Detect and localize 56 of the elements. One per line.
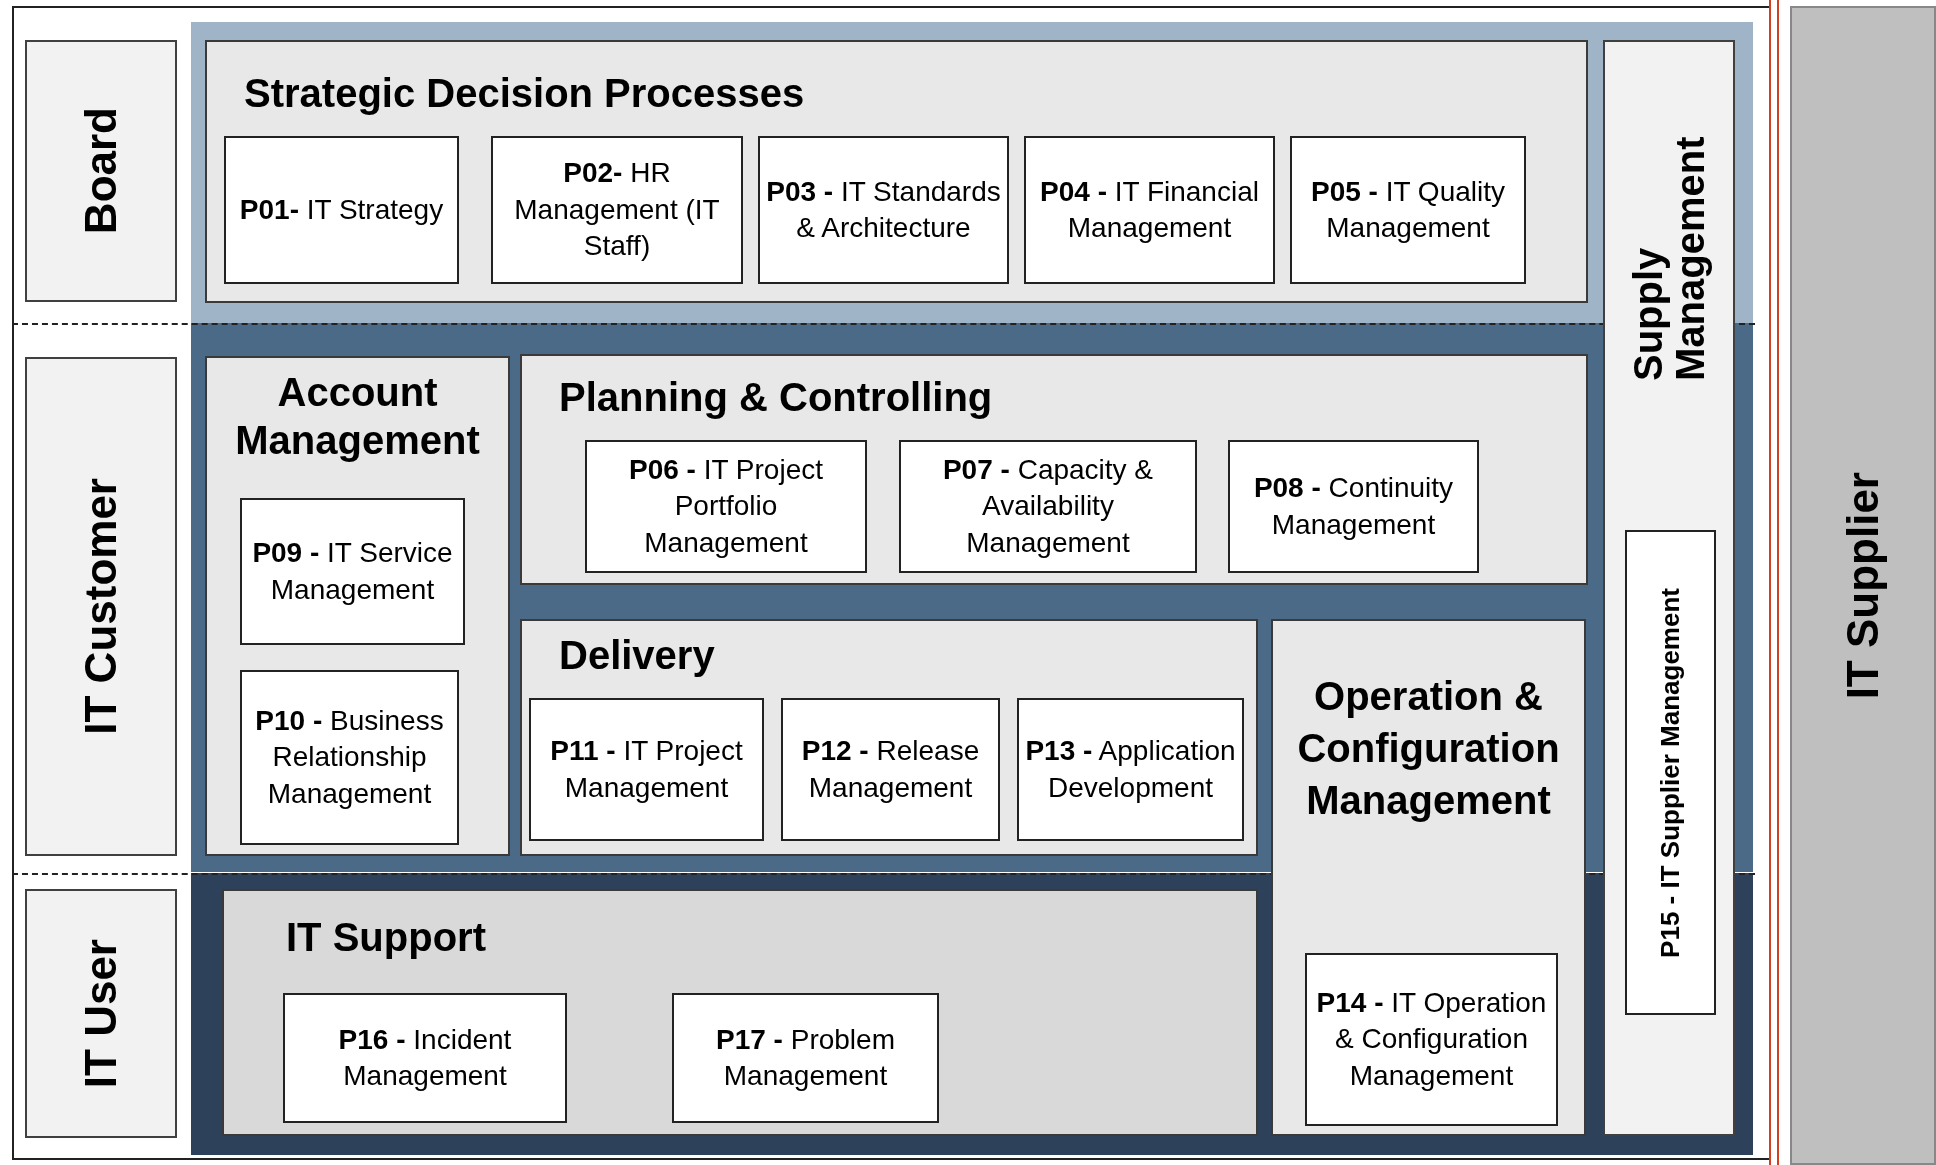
- process-label: P02- HR Management (IT Staff): [513, 156, 721, 264]
- process-label: P10 - Business Relationship Management: [254, 703, 445, 811]
- process-label: P03 - IT Standards & Architecture: [765, 174, 1002, 245]
- process-label: P09 - IT Service Management: [251, 536, 454, 607]
- group-heading: Operation & Configuration Management: [1296, 673, 1561, 824]
- process-label: P07 - Capacity & Availability Management: [941, 452, 1155, 560]
- lane-label-box: [25, 40, 177, 302]
- process-label: P06 - IT Project Portfolio Management: [628, 452, 824, 560]
- process-label: P11 - IT Project Management: [549, 734, 744, 805]
- panel-heading: Supply Management: [1627, 135, 1711, 381]
- process-box: [1305, 953, 1558, 1126]
- process-box: [758, 136, 1009, 284]
- process-box: [529, 698, 764, 841]
- lane-label: IT Customer: [76, 478, 126, 735]
- process-label: P13 - Application Development: [1024, 734, 1237, 805]
- side-panel: [1603, 40, 1735, 1136]
- group-heading: Delivery: [559, 632, 715, 679]
- process-label: P05 - IT Quality Management: [1310, 174, 1506, 245]
- group-heading: Strategic Decision Processes: [244, 70, 805, 117]
- process-box: [240, 670, 459, 845]
- process-box: [224, 136, 459, 284]
- process-box: [672, 993, 939, 1123]
- process-box: [585, 440, 867, 573]
- group-panel: [1271, 619, 1586, 1136]
- process-box: [491, 136, 743, 284]
- process-box: [1228, 440, 1479, 573]
- process-box: [1625, 530, 1716, 1015]
- process-label: P14 - IT Operation & Configuration Management: [1315, 985, 1548, 1093]
- process-box: [1290, 136, 1526, 284]
- process-label: P16 - Incident Management: [337, 1022, 513, 1093]
- process-label: P17 - Problem Management: [715, 1022, 896, 1093]
- lane-label: IT Supplier: [1838, 471, 1888, 700]
- group-panel: [222, 889, 1258, 1136]
- process-box: [240, 498, 465, 645]
- process-box: [1024, 136, 1275, 284]
- process-label: P04 - IT Financial Management: [1039, 174, 1260, 245]
- lane-label: Board: [76, 107, 126, 235]
- process-label: P01- IT Strategy: [239, 192, 444, 227]
- lane-label-box: [1790, 6, 1936, 1165]
- group-panel: [205, 40, 1588, 303]
- lane-label-box: [25, 889, 177, 1138]
- process-label: P08 - Continuity Management: [1252, 471, 1455, 542]
- process-box: [283, 993, 567, 1123]
- group-heading: Account Management: [234, 369, 481, 464]
- process-box: [781, 698, 1000, 841]
- group-panel: [520, 354, 1588, 585]
- group-panel: [520, 619, 1258, 856]
- lane-label-box: [25, 357, 177, 856]
- group-heading: IT Support: [286, 914, 486, 961]
- process-label: P15 - IT Supplier Management: [1653, 587, 1686, 958]
- process-box: [899, 440, 1197, 573]
- lane-label: IT User: [76, 938, 126, 1089]
- process-label: P12 - Release Management: [800, 734, 981, 805]
- process-box: [1017, 698, 1244, 841]
- group-heading: Planning & Controlling: [559, 374, 993, 421]
- group-panel: [205, 356, 510, 856]
